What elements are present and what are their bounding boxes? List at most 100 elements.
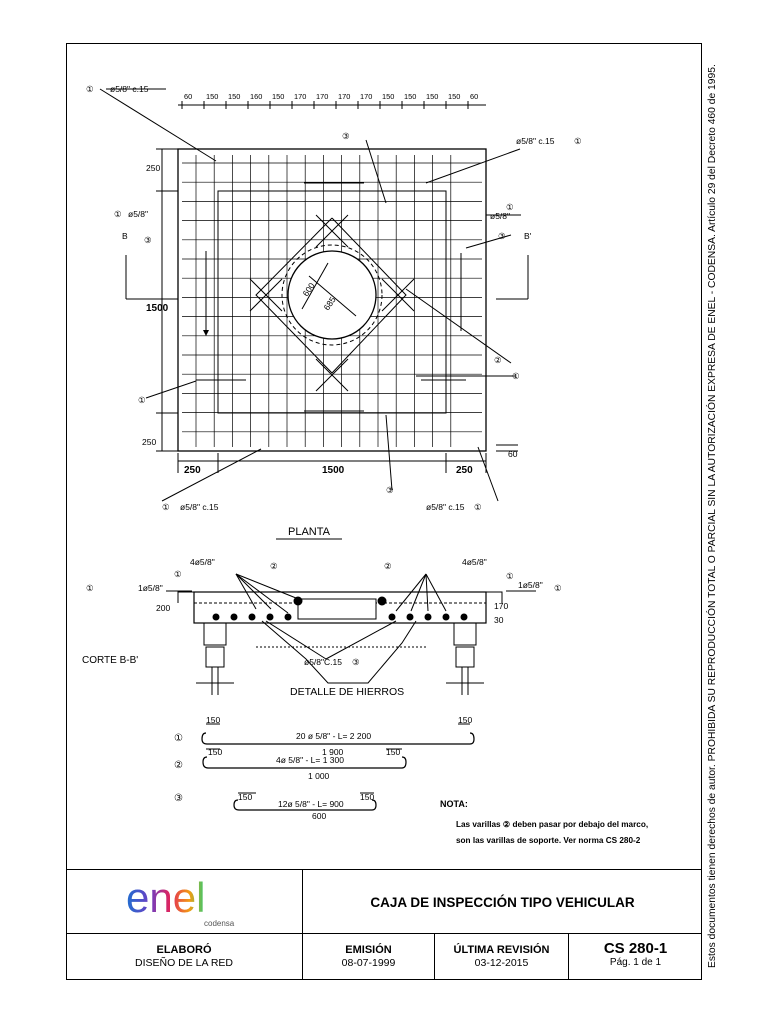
drawing-sheet [66,43,702,980]
ref-1-left: ① [114,209,122,219]
dim-250-top: 250 [146,163,160,173]
bar2-length: 1 000 [308,771,330,781]
section-marker-b: B [122,231,128,241]
ref-1-bottom-left: ① [162,502,170,512]
top-spacing-value: 60 [184,92,192,101]
top-spacing-value: 150 [228,92,240,101]
ref-2-sec-left: ② [270,561,278,571]
svg-text:Las varillas ② deb: Las varillas ② deben pasar por debajo de… [456,820,648,829]
section-left-bar: 1ø5/8" [138,583,163,593]
top-spacing-value: 150 [382,92,394,101]
section-top-left-label: 4ø5/8" [190,557,215,567]
bar2-hook-left: 150 [208,747,222,757]
bar3-hook-right: 150 [360,792,374,802]
ref-1-right-top: ① [574,136,582,146]
drawing-title: CAJA DE INSPECCIÓN TIPO VEHICULAR [302,870,702,934]
top-spacing-value: 60 [470,92,478,101]
dim-250-bottom: 250 [142,437,156,447]
bar1-ref: ① [174,733,183,744]
top-spacing-value: 150 [448,92,460,101]
top-spacing-value: 150 [404,92,416,101]
top-spacing-value: 150 [426,92,438,101]
bar3-spec: 12ø 5/8" - L= 900 [278,799,344,809]
ref-top-left: ① [86,84,94,94]
ref-1-plan-left: ① [138,395,146,405]
bottom-right-label: ø5/8" c.15 [426,502,465,512]
dim-line-600 [301,262,329,310]
technical-drawing: ① ø5/8" c.15 60 150 150 160 150 170 170 170 170 1… [82,84,648,845]
bar3-length: 600 [312,811,326,821]
bar2-ref: ② [174,760,183,771]
bar1-spec: 20 ø 5/8" - L= 2 200 [296,731,371,741]
ref-3-sec: ③ [352,657,360,667]
bar3-ref: ③ [174,793,183,804]
revision-value: 03-12-2015 [474,957,529,969]
logo-subtitle: codensa [204,919,235,928]
plan-title: PLANTA [288,526,331,538]
ref-1-sec-left: ① [174,569,182,579]
emision-value: 08-07-1999 [341,957,396,969]
corte-title: CORTE B-B' [82,655,138,666]
ref-3-left: ③ [144,235,152,245]
bar1-length: 1 900 [322,747,344,757]
ref-3-right: ③ [498,231,506,241]
bar1-hook-left: 150 [206,715,220,725]
right-bar-label: ø5/8" [490,211,510,221]
revision-cell: ÚLTIMA REVISIÓN 03-12-2015 [434,934,568,980]
dim-200: 200 [156,603,170,613]
section-top-right-label: 4ø5/8" [462,557,487,567]
elaboro-label: ELABORÓ [156,944,212,956]
section-bb [166,573,536,695]
left-bar-label: ø5/8" [128,209,148,219]
note-line1-pre: Las varillas [456,820,501,829]
ref-3-top: ③ [342,131,350,141]
page-number: Pág. 1 de 1 [609,957,662,968]
bottom-left-label: ø5/8" c.15 [180,502,219,512]
dim-30: 30 [494,615,504,625]
code-cell: CS 280-1 Pág. 1 de 1 [568,934,702,980]
note-ref: ② [503,820,510,829]
top-spacing-value: 170 [338,92,350,101]
revision-label: ÚLTIMA REVISIÓN [453,944,550,956]
opening-frame [281,244,383,346]
bottom-dim-1500: 1500 [322,465,345,476]
bar3-hook-left: 150 [238,792,252,802]
bottom-dim-250-left: 250 [184,465,201,476]
ref-1-right: ① [506,202,514,212]
diagonal-bars [255,217,407,374]
right-top-label: ø5/8" c.15 [516,136,555,146]
inner-box [217,190,447,414]
ref-2-plan: ② [494,355,502,365]
dim-170: 170 [494,601,508,611]
stirrup-label: ø5/8"C.15 [304,657,342,667]
slab-outline [177,148,487,452]
top-spacing-value: 150 [206,92,218,101]
dim-1500-left: 1500 [146,303,169,314]
copyright-side-note: Estos documentos tienen derechos de auto… [707,64,718,968]
top-bar-label: ø5/8" c.15 [110,84,149,94]
ref-1-plan: ① [512,371,520,381]
ref-1-sec-far-left: ① [86,583,94,593]
emision-label: EMISIÓN [345,944,392,956]
title-block: enel codensa CAJA DE INSPECCIÓN TIPO VEH… [66,869,702,980]
detail-title: DETALLE DE HIERROS [290,686,404,698]
top-spacing-value: 160 [250,92,262,101]
bar1-hook-right: 150 [458,715,472,725]
section-right-bar: 1ø5/8" [518,580,543,590]
logo-wordmark: enel [126,874,205,921]
bar2-hook-right: 150 [386,747,400,757]
dim-60: 60 [508,449,518,459]
top-spacing-value: 170 [316,92,328,101]
emision-cell: EMISIÓN 08-07-1999 [302,934,434,980]
drawing-code: CS 280-1 [603,940,668,957]
title-row: enel codensa CAJA DE INSPECCIÓN TIPO VEH… [66,869,702,934]
ref-2-sec-right: ② [384,561,392,571]
top-spacing-value: 150 [272,92,284,101]
elaboro-value: DISEÑO DE LA RED [134,957,234,969]
note-title: NOTA: [440,799,468,809]
ref-1-sec-far-right: ① [554,583,562,593]
top-spacing-value: 170 [360,92,372,101]
enel-logo: enel codensa [66,870,302,934]
section-marker-b-prime: B' [524,231,532,241]
top-spacing-value: 170 [294,92,306,101]
